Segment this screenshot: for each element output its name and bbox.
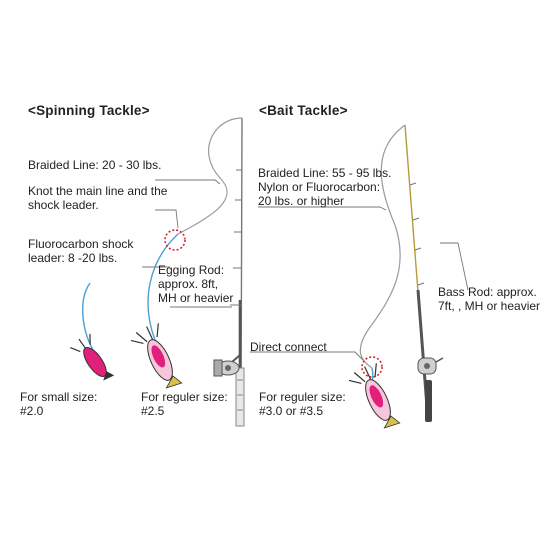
fluoro-label-line1: Fluorocarbon shock bbox=[28, 237, 134, 251]
spinning-regular-size-label-line2: #2.5 bbox=[141, 404, 165, 418]
fluoro-label-line2: leader: 8 -20 lbs. bbox=[28, 251, 118, 265]
spinning-pointers bbox=[142, 179, 232, 308]
bass-rod-label-line1: Bass Rod: approx. bbox=[438, 285, 537, 299]
regular-egi-lure-spinning bbox=[130, 323, 183, 389]
bait-pointers bbox=[250, 206, 469, 361]
small-size-label-line1: For small size: bbox=[20, 390, 98, 404]
bass-rod-label-line2: 7ft, , MH or heavier bbox=[438, 299, 541, 313]
bait-regular-size-label-line1: For reguler size: bbox=[259, 390, 346, 404]
knot-label-line2: shock leader. bbox=[28, 198, 99, 212]
spinning-braided-line bbox=[177, 117, 243, 235]
bait-tackle-header: <Bait Tackle> bbox=[259, 103, 348, 118]
direct-connect-marker bbox=[361, 356, 383, 378]
small-egi-lure bbox=[70, 333, 115, 381]
bait-main-line bbox=[359, 124, 406, 369]
spinning-regular-size-label-line1: For reguler size: bbox=[141, 390, 228, 404]
direct-connect-label: Direct connect bbox=[250, 340, 327, 354]
small-size-label-line2: #2.0 bbox=[20, 404, 44, 418]
egging-rod-label-line3: MH or heavier bbox=[158, 291, 234, 305]
bass-rod bbox=[404, 124, 432, 422]
spinning-reel bbox=[213, 354, 241, 377]
knot-marker bbox=[164, 229, 186, 251]
spinning-tackle-header: <Spinning Tackle> bbox=[28, 103, 150, 118]
egging-rod bbox=[230, 117, 245, 427]
egging-rod-label-line2: approx. 8ft, bbox=[158, 277, 219, 291]
nylon-label-line1: Nylon or Fluorocarbon: bbox=[258, 180, 381, 194]
spinning-braided-line-label: Braided Line: 20 - 30 lbs. bbox=[28, 158, 162, 172]
bait-regular-size-label-line2: #3.0 or #3.5 bbox=[259, 404, 324, 418]
egging-rod-label-line1: Egging Rod: bbox=[158, 263, 225, 277]
knot-label-line1: Knot the main line and the bbox=[28, 184, 168, 198]
spinning-fluoro-leader bbox=[147, 233, 179, 341]
small-leader bbox=[81, 282, 94, 351]
baitcasting-reel bbox=[417, 357, 444, 375]
regular-egi-lure-bait bbox=[348, 363, 401, 429]
bait-braided-line-label: Braided Line: 55 - 95 lbs. bbox=[258, 166, 392, 180]
nylon-label-line2: 20 lbs. or higher bbox=[258, 194, 345, 208]
